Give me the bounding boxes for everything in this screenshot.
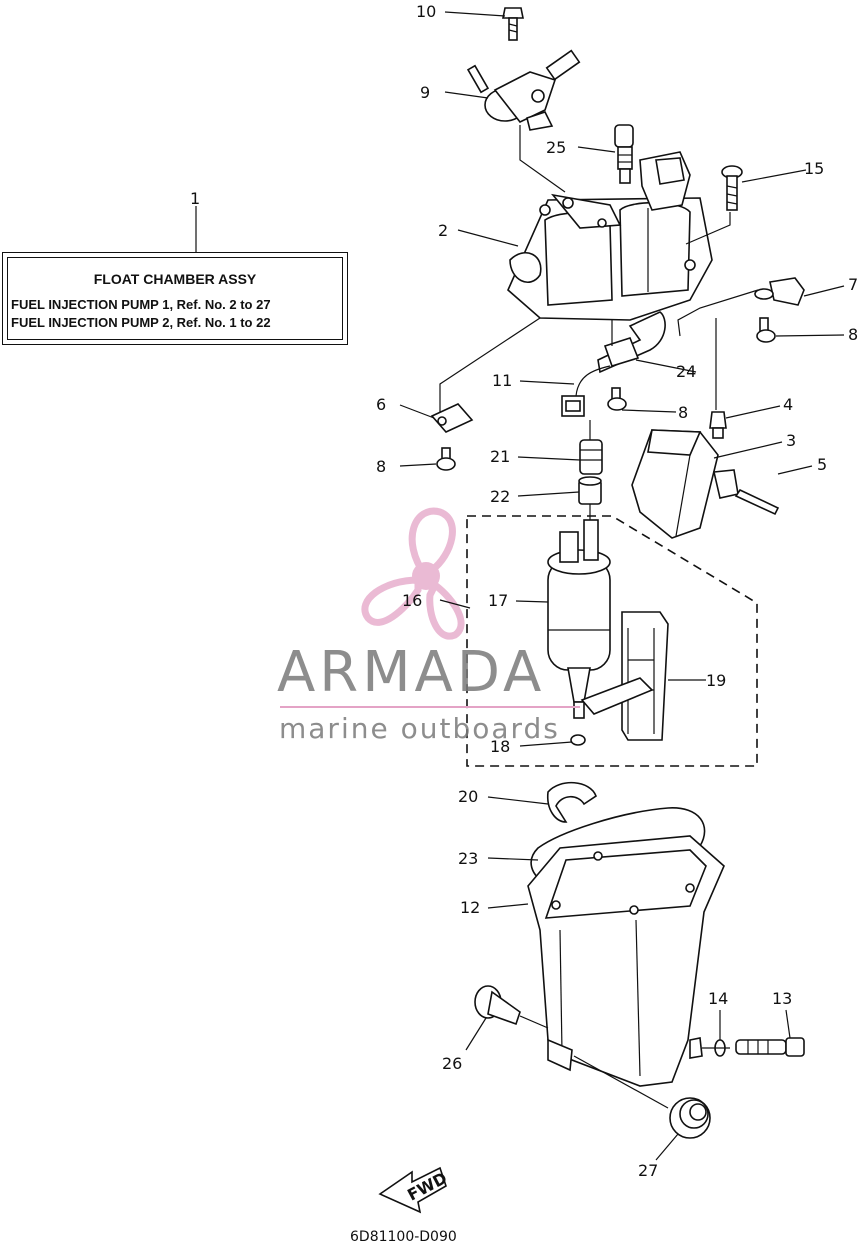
forward-arrow-icon (378, 1166, 447, 1214)
pin-4[interactable] (709, 411, 727, 439)
screw-8-mid[interactable] (607, 387, 627, 411)
float-chamber-cover-2[interactable] (507, 151, 713, 374)
callout-5: 5 (817, 455, 827, 474)
callout-24: 24 (676, 362, 696, 381)
callout-15: 15 (804, 159, 824, 178)
callout-11: 11 (492, 371, 512, 390)
callout-3: 3 (786, 431, 796, 450)
callout-18: 18 (490, 737, 510, 756)
propeller-logo (361, 507, 465, 640)
callout-19: 19 (706, 671, 726, 690)
bracket-7[interactable] (754, 277, 805, 306)
wire-lead-11[interactable] (561, 365, 611, 417)
callout-12: 12 (460, 898, 480, 917)
diagram-code: 6D81100-D090 (350, 1229, 457, 1245)
callout-2: 2 (438, 221, 448, 240)
plug-26[interactable] (474, 985, 521, 1026)
callout-25: 25 (546, 138, 566, 157)
plate-6[interactable] (430, 403, 474, 433)
callout-20: 20 (458, 787, 478, 806)
callout-7: 7 (848, 275, 858, 294)
assembly-label-border (7, 257, 343, 340)
callout-8-left: 8 (376, 457, 386, 476)
grommet-27[interactable] (669, 1097, 711, 1139)
callout-10: 10 (416, 2, 436, 21)
callout-22: 22 (490, 487, 510, 506)
clip-18[interactable] (570, 734, 586, 746)
holder-20[interactable] (546, 781, 597, 823)
bolt-10[interactable] (502, 7, 524, 41)
screw-8-left[interactable] (436, 447, 456, 471)
float-chamber-12[interactable] (527, 835, 725, 1087)
callout-27: 27 (638, 1161, 658, 1180)
filter-19[interactable] (580, 611, 669, 741)
callout-13: 13 (772, 989, 792, 1008)
leader-lines (195, 11, 845, 1161)
callout-8-mid: 8 (678, 403, 688, 422)
callout-14: 14 (708, 989, 728, 1008)
callout-16: 16 (402, 591, 422, 610)
callout-numbers: 1 2 3 4 5 6 7 8 8 8 9 10 11 12 13 14 15 … (190, 2, 858, 1180)
pump-group-outline (466, 515, 758, 767)
assembly-ref-line-1: FUEL INJECTION PUMP 1, Ref. No. 2 to 27 (11, 297, 271, 312)
pin-5[interactable] (734, 488, 780, 516)
screw-8-right[interactable] (756, 317, 776, 343)
callout-6: 6 (376, 395, 386, 414)
callout-8-right: 8 (848, 325, 858, 344)
callout-21: 21 (490, 447, 510, 466)
cover-3[interactable] (631, 429, 739, 539)
watermark-divider (280, 706, 580, 708)
callout-17: 17 (488, 591, 508, 610)
sensor-25[interactable] (614, 124, 634, 184)
watermark-tagline: marine outboards (279, 712, 560, 745)
callout-9: 9 (420, 83, 430, 102)
clamp-24[interactable] (603, 337, 640, 367)
watermark-brand-name: ARMADA (277, 640, 546, 705)
grommet-21[interactable] (579, 439, 603, 475)
callout-26: 26 (442, 1054, 462, 1073)
collar-22[interactable] (578, 476, 602, 505)
callout-1: 1 (190, 189, 200, 208)
assembly-ref-line-2: FUEL INJECTION PUMP 2, Ref. No. 1 to 22 (11, 315, 271, 330)
assembly-title: FLOAT CHAMBER ASSY (93, 271, 257, 287)
callout-23: 23 (458, 849, 478, 868)
drain-screw-13[interactable] (735, 1037, 805, 1057)
screw-15[interactable] (721, 165, 743, 211)
assembly-label-box: FLOAT CHAMBER ASSY FUEL INJECTION PUMP 1… (2, 252, 348, 345)
fuel-pump-17[interactable] (547, 519, 611, 719)
pressure-regulator-9[interactable] (466, 49, 581, 131)
callout-4: 4 (783, 395, 793, 414)
